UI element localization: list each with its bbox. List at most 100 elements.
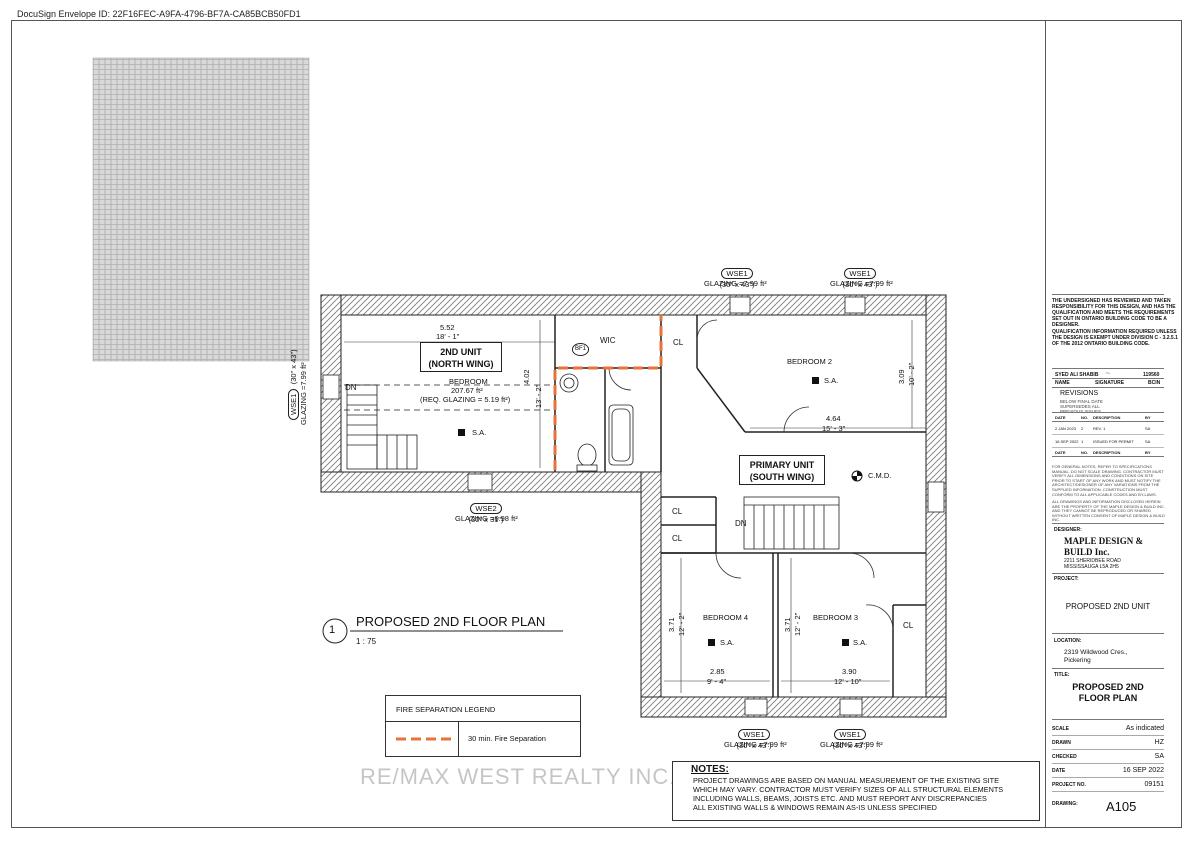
designer-label: DESIGNER:	[1054, 527, 1082, 533]
south-wing-label-line2: (SOUTH WING)	[749, 472, 815, 482]
window-tag-wse1-west-size: (30" x 43")	[289, 349, 298, 385]
window-tag-wse2-size: (30" x 31")	[468, 515, 504, 524]
north-wing-label-line2: (NORTH WING)	[428, 359, 494, 369]
closet-label-north: CL	[673, 338, 684, 347]
envelope-id: DocuSign Envelope ID: 22F16FEC-A9FA-4796…	[17, 9, 301, 19]
general-notes: FOR GENERAL NOTES, REFER TO SPECIFICATIO…	[1052, 464, 1164, 497]
rev-footer-no: NO.	[1081, 449, 1089, 455]
bedroom3-sa-label: S.A.	[853, 638, 868, 647]
project-label: PROJECT:	[1054, 576, 1079, 582]
closet-label-bedroom3: CL	[903, 621, 914, 630]
revisions-title: REVISIONS	[1060, 390, 1099, 397]
window-tag-wse1-b-size: (30" x 43")	[842, 280, 878, 289]
window-tag-wse1-b: WSE1 (30" x 43")	[830, 263, 890, 290]
window-glazing-wse2: GLAZING =6.98 ft²	[455, 514, 518, 523]
rev-row1-no: 2	[1081, 425, 1084, 431]
window-openings	[322, 296, 945, 716]
plan-number-circle	[322, 618, 348, 644]
closet-label-2: CL	[672, 534, 683, 543]
copyright-note: ALL DRAWINGS AND INFORMATION DISCLOSED H…	[1052, 499, 1165, 523]
signature-label: SIGNATURE	[1095, 380, 1125, 386]
sheet-border	[11, 20, 1182, 828]
rev-header-by: BY	[1145, 414, 1151, 420]
window-tag-wse1-west-id: WSE1	[288, 388, 299, 420]
designer-name: SYED ALI SHABIB	[1055, 372, 1099, 378]
cmd-label: C.M.D.	[868, 471, 892, 480]
dim-3-71-left: 3.71	[667, 617, 676, 632]
plan-number: 1	[329, 624, 336, 636]
window-glazing-b: GLAZING =7.99 ft²	[830, 279, 893, 288]
dim-15-3: 15' - 3"	[822, 424, 846, 433]
fire-separation-legend: FIRE SEPARATION LEGEND 30 min. Fire Sepa…	[385, 695, 581, 757]
project-name: PROPOSED 2ND UNIT	[1065, 602, 1151, 611]
company-name: MAPLE DESIGN & BUILD Inc.	[1064, 536, 1143, 558]
bedroom-label: BEDROOM	[449, 377, 488, 386]
bedroom3-label: BEDROOM 3	[813, 613, 859, 622]
bedroom2-label: BEDROOM 2	[787, 357, 833, 366]
company-address-line2: MISSISSAUGA L5A 2H5	[1064, 564, 1119, 570]
plan-scale: 1 : 75	[356, 637, 377, 646]
window-tag-wse1-b-id: WSE1	[844, 268, 876, 279]
location-label: LOCATION:	[1054, 638, 1082, 644]
bedroom-sa-label: S.A.	[472, 428, 487, 437]
plan-title: PROPOSED 2ND FLOOR PLAN	[356, 614, 546, 629]
scale-label: SCALE	[1052, 725, 1069, 732]
company-address-line1: 2211 SHERIDBEE ROAD	[1064, 558, 1121, 564]
drawn-label: DRAWN	[1052, 739, 1071, 746]
dim-12-2-right: 12' - 2"	[793, 612, 802, 636]
rev-footer-date: DATE	[1055, 449, 1066, 455]
drawing-title-line2: FLOOR PLAN	[1078, 693, 1138, 703]
date-label: DATE	[1052, 767, 1066, 774]
roof-hatch	[92, 57, 310, 362]
project-no-value: 09151	[1144, 781, 1164, 788]
wic-label: WIC	[600, 336, 616, 345]
floor-plan-drawing	[92, 57, 947, 718]
window-tag-wse1-a: WSE1 (30" x 43")	[707, 263, 767, 290]
revisions-table: DATE NO. DESCRIPTION BY 2 JAN 2023 2 REV…	[1052, 412, 1164, 457]
notes-heading: NOTES:	[691, 764, 729, 775]
legend-item: 30 min. Fire Separation	[468, 734, 546, 743]
drawing-label: DRAWING:	[1052, 801, 1078, 807]
rev-footer-desc: DESCRIPTION	[1093, 449, 1121, 455]
qualification-statement: QUALIFICATION INFORMATION REQUIRED UNLES…	[1052, 329, 1178, 347]
checked-value: SA	[1154, 753, 1164, 760]
watermark: RE/MAX WEST REALTY INC.	[360, 764, 677, 789]
rev-row2-desc: ISSUED FOR PERMIT	[1093, 438, 1134, 444]
title-block-border	[1045, 20, 1182, 828]
rev-row2-no: 1	[1081, 438, 1084, 444]
legend-dash-sample	[396, 737, 452, 741]
north-wing-label-line1: 2ND UNIT	[440, 347, 482, 357]
signature-mark: ~	[1105, 368, 1111, 378]
company-name-line1: MAPLE DESIGN &	[1064, 536, 1144, 546]
stair-down-label-north: DN	[345, 383, 357, 392]
dim-18-1: 18' - 1"	[436, 332, 460, 341]
bedroom-area: 207.67 ft²	[451, 386, 483, 395]
rev-header-date: DATE	[1055, 414, 1066, 420]
south-wing-label-line1: PRIMARY UNIT	[749, 460, 815, 470]
title-block: THE UNDERSIGNED HAS REVIEWED AND TAKEN R…	[1052, 294, 1178, 347]
location-line2: Pickering	[1064, 657, 1091, 664]
bedroom2-sa-label: S.A.	[824, 376, 839, 385]
smoke-alarm-markers	[458, 377, 849, 646]
window-glazing-d: GLAZING =7.99 ft²	[820, 740, 883, 749]
drawing-title-line1: PROPOSED 2ND	[1072, 682, 1144, 692]
dim-2-85: 2.85	[710, 667, 725, 676]
notes-lines: PROJECT DRAWINGS ARE BASED ON MANUAL MEA…	[693, 776, 1003, 812]
window-tag-wse1-a-size: (30" x 43")	[719, 280, 755, 289]
window-tag-wse2: WSE2 (30" x 31")	[456, 498, 516, 525]
company-name-line2: BUILD Inc.	[1064, 547, 1110, 557]
rev-header-no: NO.	[1081, 414, 1089, 420]
location-address: 2319 Wildwood Cres., Pickering	[1064, 649, 1128, 665]
window-tag-wse1-c-size: (30" x 43")	[736, 741, 772, 750]
dim-4-64: 4.64	[826, 414, 841, 423]
window-tag-wse1-c: WSE1 (30" x 43")	[724, 724, 784, 751]
closet-label-1: CL	[672, 507, 683, 516]
window-tag-wse1-d: WSE1 (30" x 43")	[820, 724, 880, 751]
stair-down-label-south: DN	[735, 519, 747, 528]
designer-statement: THE UNDERSIGNED HAS REVIEWED AND TAKEN R…	[1052, 298, 1176, 328]
rev-row1-desc: REV. 1	[1093, 425, 1106, 431]
bedroom-req-glazing: (REQ. GLAZING = 5.19 ft²)	[420, 395, 511, 404]
exterior-walls	[320, 294, 947, 718]
dim-9-4: 9' - 4"	[707, 677, 727, 686]
rev-row1-date: 2 JAN 2023	[1055, 425, 1076, 431]
